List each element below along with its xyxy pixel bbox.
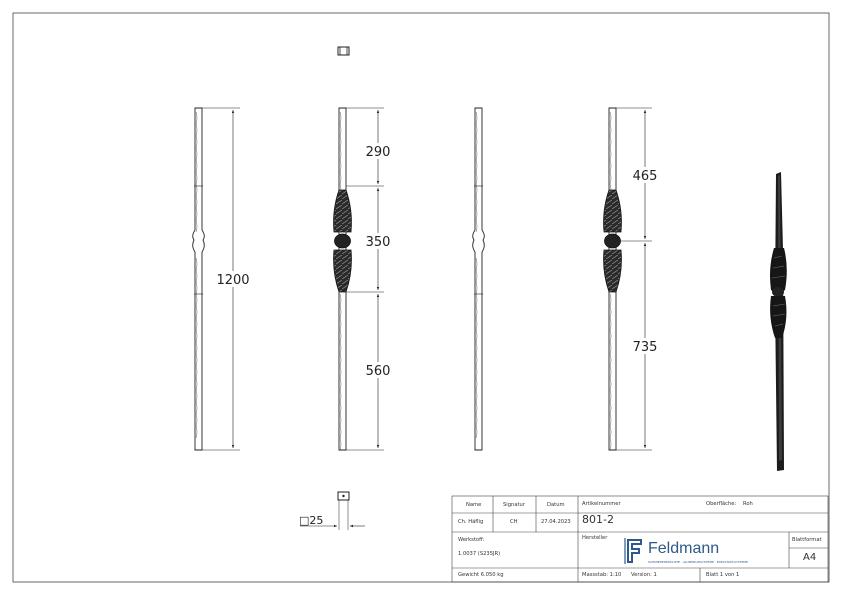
value-blattformat: A4 bbox=[803, 552, 817, 563]
section-size-label: □25 bbox=[299, 514, 323, 527]
massstab-label: Massstab: 1:10 bbox=[582, 572, 622, 578]
brand-name: Feldmann bbox=[648, 540, 720, 557]
ornament-upper bbox=[333, 189, 352, 233]
dim-total-label: 1200 bbox=[216, 273, 249, 288]
brand-tagline: SCHMIEDEPRODUKTE · ALUMINIUMSYSTEME · ED… bbox=[648, 560, 748, 564]
dim-top-label: 290 bbox=[366, 145, 391, 160]
value-name: Ch. Häflig bbox=[458, 519, 484, 525]
blatt-label: Blatt 1 von 1 bbox=[706, 572, 740, 578]
dimension-1200: 1200 bbox=[202, 107, 250, 451]
baluster-view-4 bbox=[603, 107, 622, 451]
ornament-lower bbox=[333, 249, 352, 293]
feldmann-logo: Feldmann SCHMIEDEPRODUKTE · ALUMINIUMSYS… bbox=[622, 538, 748, 566]
value-artikelnummer: 801-2 bbox=[582, 513, 614, 526]
sheet-border bbox=[12, 12, 830, 583]
section-detail: □25 bbox=[299, 491, 365, 530]
baluster-3d-render bbox=[770, 172, 787, 471]
value-werkstoff: 1.0037 (S235JR) bbox=[458, 551, 501, 557]
header-werkstoff: Werkstoff: bbox=[458, 537, 485, 543]
header-hersteller: Hersteller bbox=[582, 535, 608, 541]
gewicht-label: Gewicht 6.050 kg bbox=[458, 572, 504, 578]
value-datum: 27.04.2023 bbox=[541, 519, 571, 525]
title-block-grid bbox=[451, 495, 829, 583]
header-signatur: Signatur bbox=[503, 502, 525, 508]
header-blattformat: Blattformat bbox=[792, 537, 822, 543]
header-artikelnummer: Artikelnummer bbox=[582, 501, 621, 507]
header-name: Name bbox=[466, 502, 482, 508]
section-view-icon bbox=[337, 46, 350, 56]
dimension-chain-view-4: 465 735 bbox=[616, 107, 661, 451]
baluster-view-1 bbox=[192, 107, 205, 451]
dim-bottom-label: 560 bbox=[366, 364, 391, 379]
dim-upper-label: 465 bbox=[633, 169, 658, 184]
value-signatur: CH bbox=[510, 519, 518, 525]
dim-lower-label: 735 bbox=[633, 340, 658, 355]
baluster-view-3 bbox=[472, 107, 485, 451]
dim-mid-label: 350 bbox=[366, 235, 391, 250]
version-label: Version: 1 bbox=[631, 572, 657, 578]
dimension-chain-view-2: 290 350 560 bbox=[346, 107, 394, 451]
feldmann-f-icon bbox=[624, 538, 642, 564]
ornament-ball bbox=[334, 233, 351, 249]
header-datum: Datum bbox=[547, 502, 565, 508]
value-oberflaeche: Roh bbox=[743, 501, 753, 507]
baluster-view-2 bbox=[333, 107, 352, 451]
header-oberflaeche: Oberfläche: bbox=[706, 501, 737, 507]
